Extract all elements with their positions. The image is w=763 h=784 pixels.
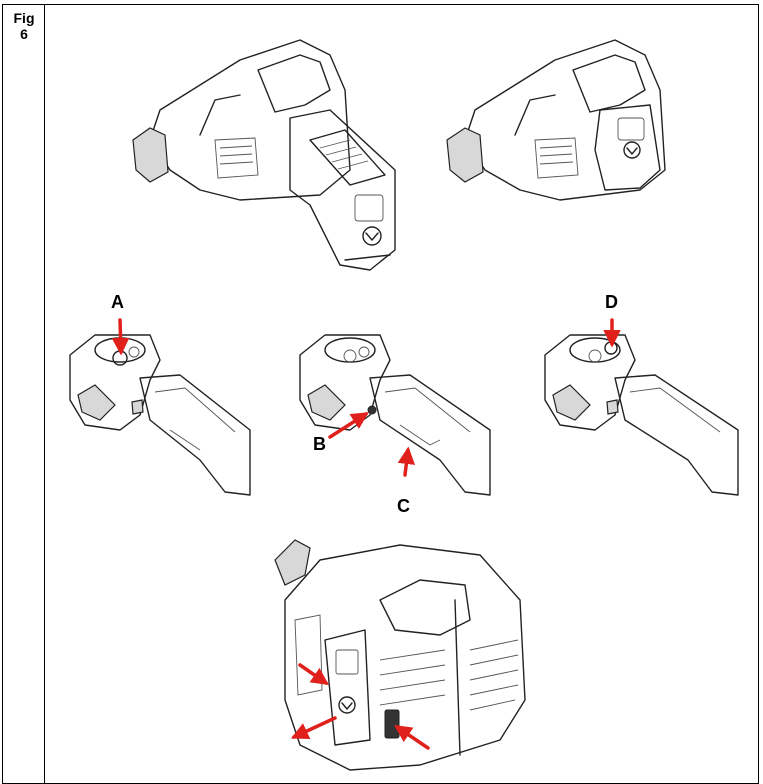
arrow-c: [397, 446, 416, 477]
illustration-battery-removal: [132, 39, 396, 271]
arrow-press-left: [298, 663, 329, 685]
callout-c: C: [397, 496, 410, 516]
figure-label-text: Fig: [13, 10, 35, 26]
illustration-battery-installed: [446, 39, 666, 201]
arrow-a: [111, 318, 130, 356]
red-arrows: [111, 318, 621, 750]
illustration-tool-d: [544, 334, 739, 496]
arrow-b: [328, 412, 369, 439]
callout-d: D: [605, 292, 618, 312]
illustration-tool-bc: [299, 334, 491, 496]
illustration-battery-closeup: [274, 539, 526, 771]
illustration-tool-a: [69, 334, 251, 496]
callout-b: B: [313, 434, 326, 454]
callout-a: A: [111, 292, 124, 312]
column-divider: [44, 4, 45, 784]
figure-label: Fig 6: [6, 10, 42, 42]
arrow-pull-out: [290, 716, 337, 740]
arrow-press-right: [394, 725, 430, 750]
figure-number: 6: [20, 26, 28, 42]
